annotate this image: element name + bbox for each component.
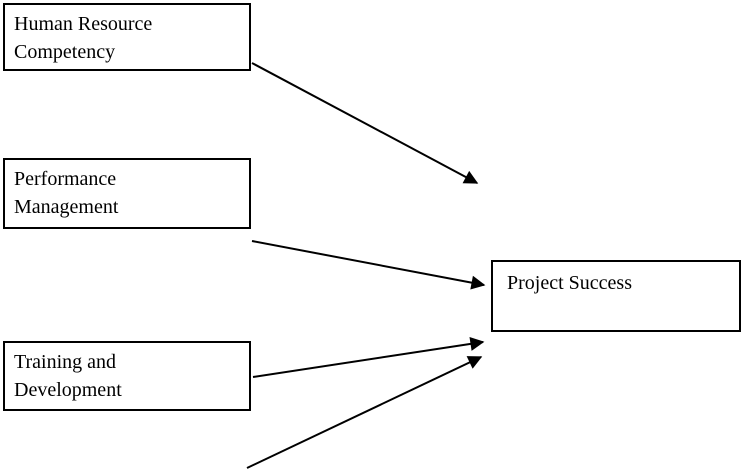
box-training-and-development: Training and Development: [3, 341, 251, 411]
arrow-offscreen-bottom-to-project-success: [246, 356, 483, 469]
arrow-human-resource-competency-to-project-success: [251, 62, 479, 184]
arrow-training-and-development-to-project-success: [252, 336, 485, 378]
box-human-resource-competency: Human Resource Competency: [3, 3, 251, 71]
arrow-performance-management-to-project-success: [251, 240, 486, 290]
box-performance-management: Performance Management: [3, 158, 251, 229]
box-project-success: Project Success: [491, 260, 741, 332]
